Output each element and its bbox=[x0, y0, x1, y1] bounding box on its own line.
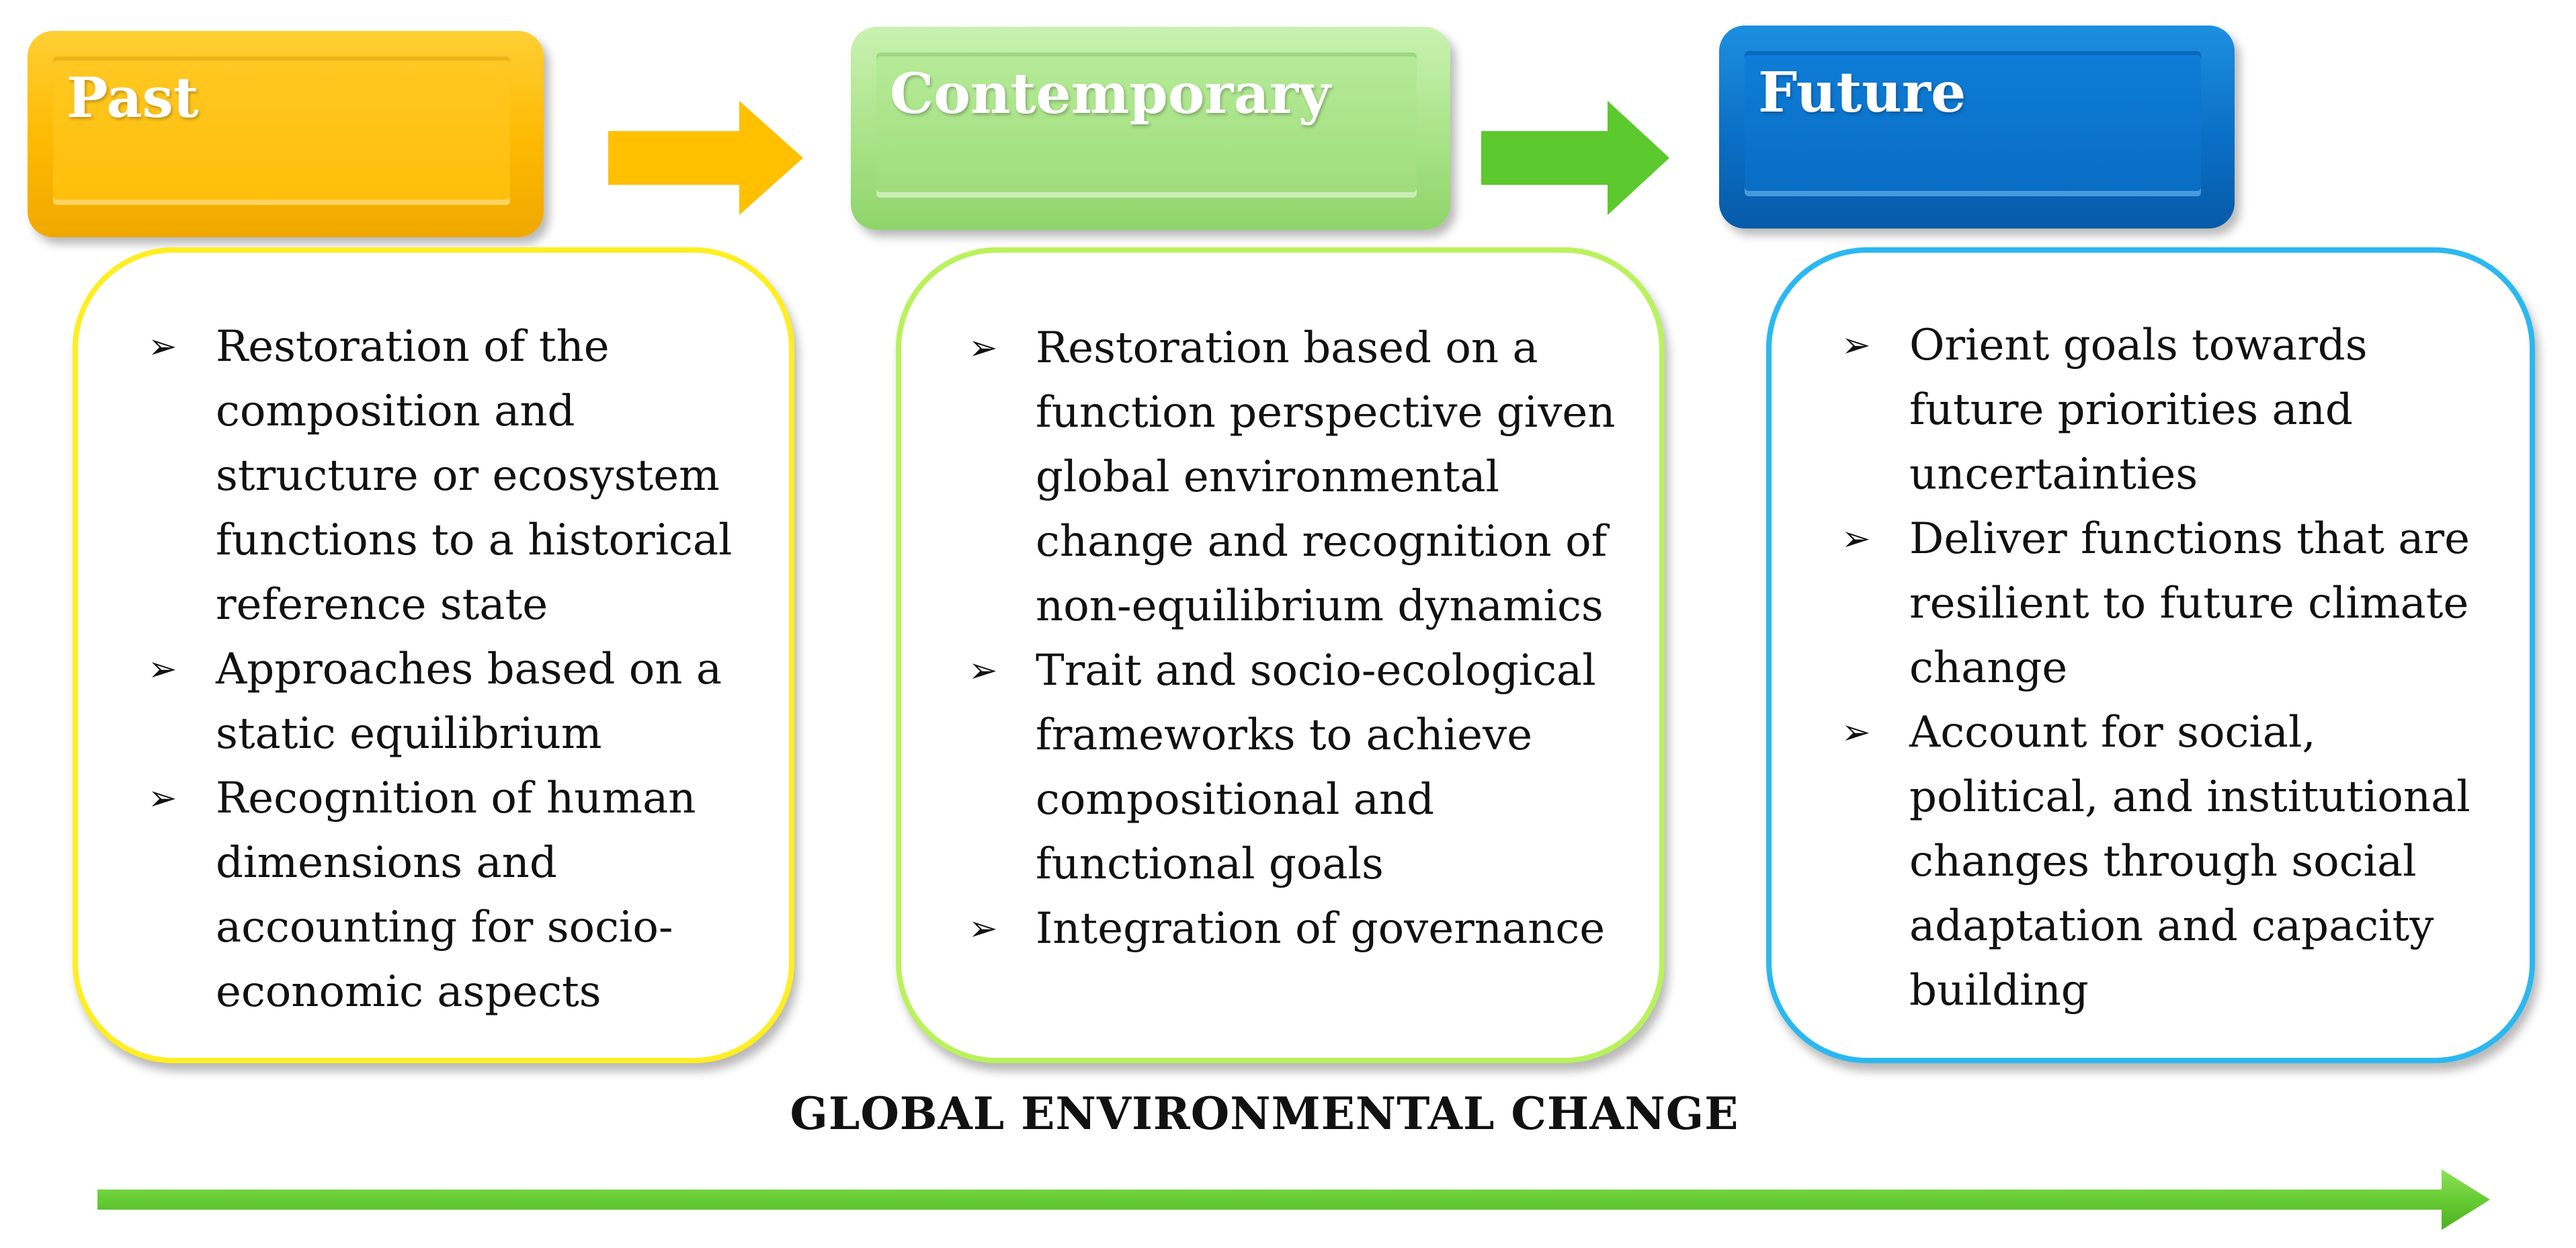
past-header: Past bbox=[28, 31, 544, 237]
future-item-1: Orient goals towards future priorities a… bbox=[1909, 321, 2368, 499]
past-item-1: Restoration of the composition and struc… bbox=[216, 322, 733, 630]
list-item: ➢ Restoration of the composition and stru… bbox=[78, 315, 789, 637]
contemporary-item-1: Restoration based on a function perspect… bbox=[1036, 323, 1616, 631]
arrowhead-bullet-icon: ➢ bbox=[1841, 325, 1871, 366]
arrowhead-bullet-icon: ➢ bbox=[148, 327, 177, 367]
list-item: ➢ Deliver functions that are resilient to… bbox=[1772, 507, 2530, 700]
list-item: ➢ Orient goals towards future priorities … bbox=[1772, 313, 2530, 507]
list-item: ➢ Account for social, political, and inst… bbox=[1772, 700, 2530, 1023]
list-item: ➢ Restoration based on a function perspec… bbox=[901, 316, 1659, 638]
arrowhead-bullet-icon: ➢ bbox=[148, 649, 177, 690]
future-item-2: Deliver functions that are resilient to … bbox=[1909, 514, 2470, 693]
contemporary-header: Contemporary bbox=[851, 27, 1450, 230]
arrowhead-bullet-icon: ➢ bbox=[1841, 519, 1871, 559]
arrowhead-bullet-icon: ➢ bbox=[968, 651, 998, 691]
past-item-2: Approaches based on a static equilibrium bbox=[216, 644, 722, 759]
list-item: ➢ Recognition of human dimensions and acc… bbox=[78, 766, 789, 1024]
arrowhead-bullet-icon: ➢ bbox=[1841, 712, 1871, 753]
future-item-3: Account for social, political, and insti… bbox=[1909, 708, 2470, 1015]
contemporary-item-3: Integration of governance bbox=[1036, 904, 1606, 954]
past-card: ➢ Restoration of the composition and stru… bbox=[73, 247, 794, 1063]
list-item: ➢ Trait and socio-ecological frameworks t… bbox=[901, 638, 1659, 897]
timeline-arrow bbox=[97, 1169, 2490, 1230]
past-list: ➢ Restoration of the composition and stru… bbox=[78, 315, 789, 1024]
future-title: Future bbox=[1758, 60, 1966, 125]
future-header: Future bbox=[1719, 26, 2235, 228]
arrowhead-bullet-icon: ➢ bbox=[968, 909, 998, 949]
past-to-contemporary-arrow bbox=[608, 101, 803, 215]
list-item: ➢ Approaches based on a static equilibriu… bbox=[78, 637, 789, 766]
contemporary-item-2: Trait and socio-ecological frameworks to… bbox=[1036, 646, 1596, 889]
past-title: Past bbox=[67, 66, 199, 130]
contemporary-to-future-arrow bbox=[1481, 101, 1669, 215]
contemporary-title: Contemporary bbox=[890, 62, 1331, 126]
past-item-3: Recognition of human dimensions and acco… bbox=[216, 774, 696, 1017]
list-item: ➢ Integration of governance bbox=[901, 897, 1659, 961]
arrowhead-bullet-icon: ➢ bbox=[148, 778, 177, 819]
future-list: ➢ Orient goals towards future priorities … bbox=[1772, 313, 2530, 1023]
arrowhead-bullet-icon: ➢ bbox=[968, 328, 998, 368]
contemporary-card: ➢ Restoration based on a function perspec… bbox=[896, 247, 1665, 1063]
contemporary-list: ➢ Restoration based on a function perspec… bbox=[901, 316, 1659, 961]
future-card: ➢ Orient goals towards future priorities … bbox=[1766, 247, 2535, 1063]
timeline-caption: GLOBAL ENVIRONMENTAL CHANGE bbox=[790, 1087, 1739, 1140]
